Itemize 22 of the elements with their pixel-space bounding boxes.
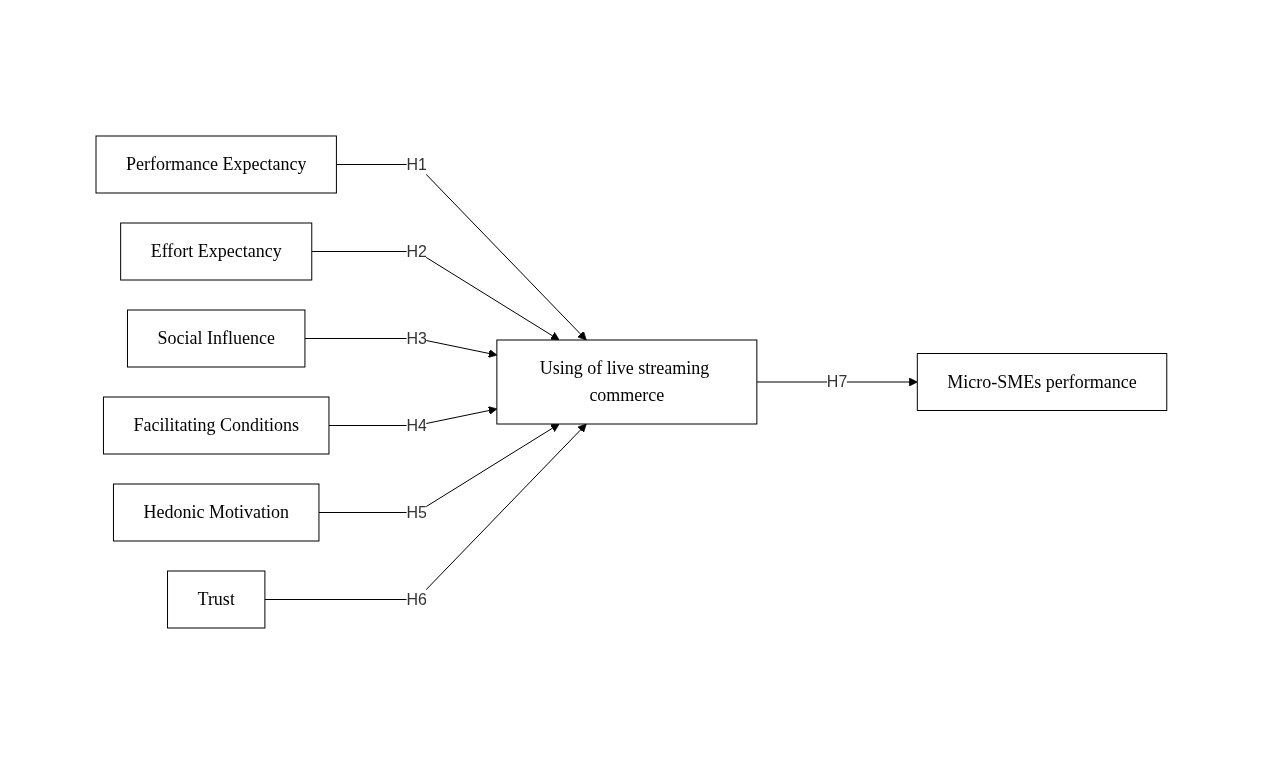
edge-label: H5 (406, 503, 427, 521)
arrow (264, 423, 587, 600)
edge-label: H6 (406, 590, 427, 608)
arrow (328, 406, 498, 426)
node-box: Hedonic Motivation (113, 483, 320, 542)
arrow (318, 423, 560, 513)
node-box: Social Influence (127, 309, 306, 368)
arrow (336, 164, 587, 341)
edge-label: H1 (406, 155, 427, 173)
node-box: Micro-SMEs performance (916, 353, 1168, 411)
arrow (311, 251, 560, 341)
arrow (756, 377, 918, 387)
arrow (304, 338, 498, 358)
node-box: Effort Expectancy (120, 222, 313, 281)
edge-label: H7 (826, 373, 848, 390)
edge-label: H3 (406, 329, 427, 347)
edge-label: H4 (406, 416, 427, 434)
node-box: Performance Expectancy (95, 135, 337, 194)
node-box: Facilitating Conditions (103, 396, 330, 455)
node-box: Using of live streaming commerce (496, 339, 758, 425)
edge-label: H2 (406, 242, 427, 260)
node-box: Trust (167, 570, 266, 629)
